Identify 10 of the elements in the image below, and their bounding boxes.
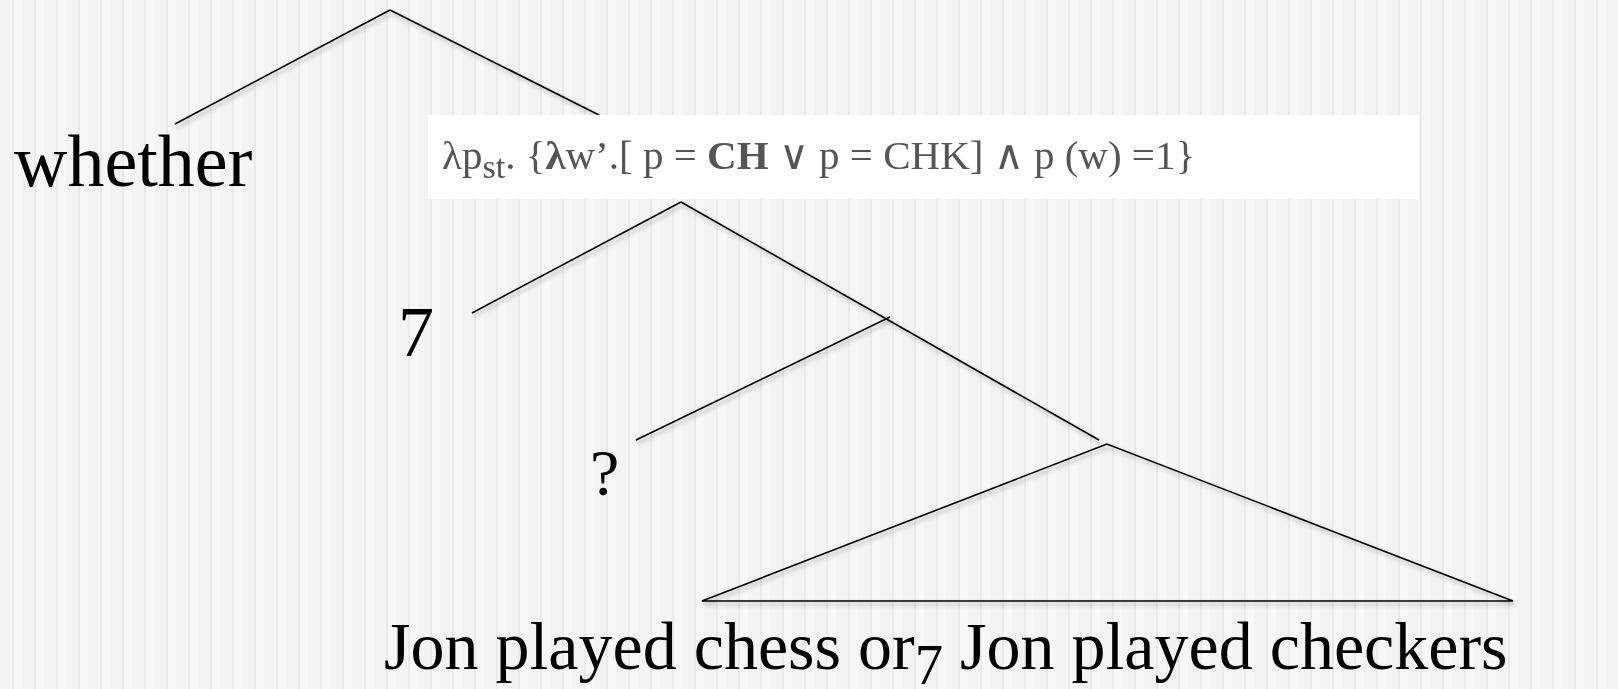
tree-label: ?: [590, 440, 620, 506]
tree-label: whether: [14, 124, 253, 198]
tree-branch-line: [389, 9, 600, 116]
tree-branch-line: [680, 201, 1100, 441]
tree-branch-line: [471, 201, 682, 314]
formula-box: λp$_{st}$. {λw’.[ p = CH ∨ p = CHK] ∧ p (w) =1}: [428, 115, 1419, 199]
sentence-text: Jon played chess or$_{7}$ Jon played checkers: [384, 612, 1508, 689]
tree-branch-line: [174, 9, 391, 125]
tree-label: 7: [398, 296, 472, 368]
tree-branch-line: [635, 316, 891, 441]
